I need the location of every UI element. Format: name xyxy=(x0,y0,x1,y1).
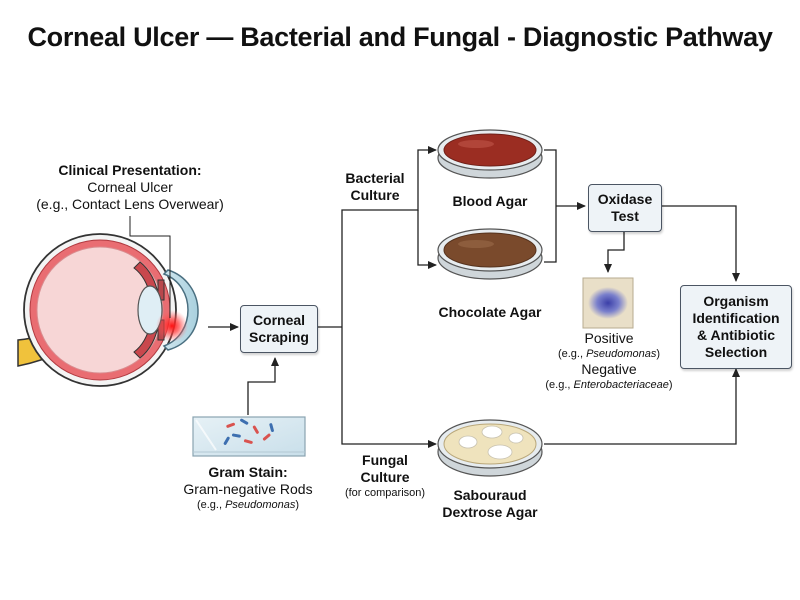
gram-stain-label: Gram Stain: Gram-negative Rods (e.g., Ps… xyxy=(165,464,331,512)
oxidase-test-box: Oxidase Test xyxy=(588,184,662,232)
blood-agar-label: Blood Agar xyxy=(452,193,528,209)
chocolate-agar-dish xyxy=(437,228,543,280)
sabouraud-line-2: Dextrose Agar xyxy=(442,504,538,520)
fungal-note: (for comparison) xyxy=(344,487,426,499)
oxidase-negative-example: (e.g., Enterobacteriaceae) xyxy=(545,379,673,391)
oxidase-line-1: Oxidase xyxy=(597,191,653,207)
scraping-line-1: Corneal xyxy=(252,312,306,328)
sabouraud-line-1: Sabouraud xyxy=(453,487,527,503)
bacterial-line-1: Bacterial xyxy=(345,170,405,186)
bacterial-line-2: Culture xyxy=(350,187,400,203)
oxidase-line-2: Test xyxy=(611,208,639,224)
clinical-presentation-label: Clinical Presentation: Corneal Ulcer (e.… xyxy=(25,162,235,213)
organism-line-4: Selection xyxy=(704,344,768,360)
sabouraud-label: Sabouraud Dextrose Agar xyxy=(420,487,560,521)
fungal-line-1: Fungal xyxy=(362,452,408,468)
oxidase-results-label: Positive (e.g., Pseudomonas) Negative (e… xyxy=(526,330,692,392)
eye-illustration xyxy=(17,216,199,387)
blood-agar-dish xyxy=(437,129,543,179)
clinical-line-1: Corneal Ulcer xyxy=(87,179,173,195)
organism-line-2: Identification xyxy=(692,310,780,326)
oxidase-negative: Negative xyxy=(581,361,637,377)
oxidase-result-swatch xyxy=(582,277,634,329)
oxidase-positive-example: (e.g., Pseudomonas) xyxy=(557,348,661,360)
corneal-scraping-box: Corneal Scraping xyxy=(240,305,318,353)
connectors xyxy=(208,146,740,448)
organism-identification-box: Organism Identification & Antibiotic Sel… xyxy=(680,285,792,369)
organism-line-1: Organism xyxy=(703,293,769,309)
scraping-line-2: Scraping xyxy=(249,329,309,345)
fungal-culture-label: Fungal Culture (for comparison) xyxy=(335,452,435,500)
clinical-heading: Clinical Presentation: xyxy=(58,162,202,178)
oxidase-positive: Positive xyxy=(584,330,634,346)
gram-stain-example: (e.g., Pseudomonas) xyxy=(196,499,300,511)
gram-stain-line-1: Gram-negative Rods xyxy=(183,481,313,497)
gram-stain-heading: Gram Stain: xyxy=(208,464,288,480)
sabouraud-agar-dish xyxy=(437,419,543,477)
chocolate-agar-label: Chocolate Agar xyxy=(438,304,542,320)
gram-stain-slide xyxy=(192,416,306,457)
clinical-line-2: (e.g., Contact Lens Overwear) xyxy=(36,196,224,212)
page-title: Corneal Ulcer — Bacterial and Fungal - D… xyxy=(27,22,773,52)
bacterial-culture-label: Bacterial Culture xyxy=(335,170,415,204)
fungal-line-2: Culture xyxy=(360,469,410,485)
organism-line-3: & Antibiotic xyxy=(696,327,776,343)
